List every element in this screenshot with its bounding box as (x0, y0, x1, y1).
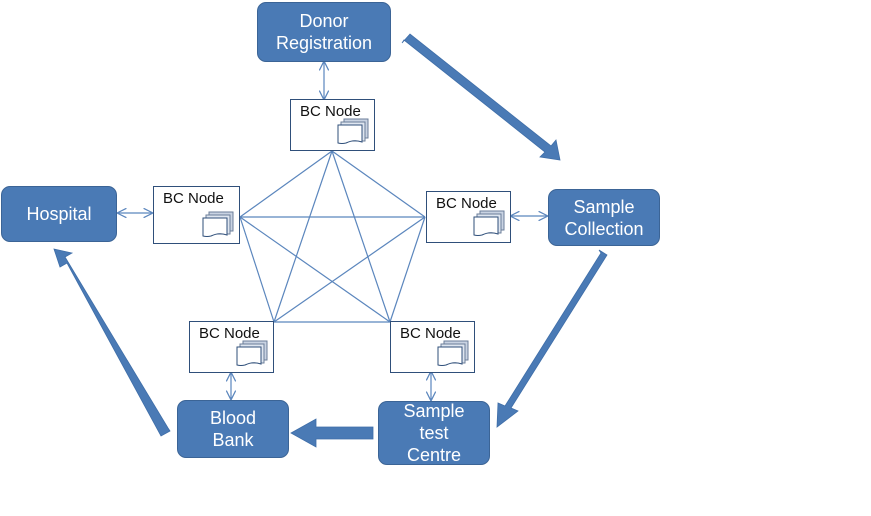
mesh-line-top-right (331, 150, 426, 218)
document-stack-icon (337, 118, 369, 144)
entity-label: Sample test Centre (403, 401, 465, 465)
document-stack-icon (236, 340, 268, 366)
bc-node-bottom-left[interactable]: BC Node (189, 321, 274, 373)
entity-sample-test-centre[interactable]: Sample test Centre (378, 401, 490, 465)
mesh-line-right-bottomleft (273, 216, 426, 323)
entity-label: Blood Bank (209, 408, 257, 450)
mesh-line-top-bottomright (331, 150, 391, 323)
bc-node-label: BC Node (199, 325, 260, 342)
mesh-line-right-bottomright (389, 216, 426, 323)
entity-blood-bank[interactable]: Blood Bank (177, 400, 289, 458)
blockchain-mesh (239, 150, 426, 323)
entity-hospital[interactable]: Hospital (1, 186, 117, 242)
entity-label: Hospital (26, 204, 92, 224)
bc-node-label: BC Node (400, 325, 461, 342)
mesh-line-top-bottomleft (273, 150, 333, 323)
bc-node-top[interactable]: BC Node (290, 99, 375, 151)
document-stack-icon (437, 340, 469, 366)
entity-label: Donor Registration (275, 11, 373, 53)
mesh-line-top-left (239, 150, 333, 218)
flow-arrow-bloodbank-to-hospital (53, 248, 171, 437)
document-stack-icon (202, 211, 234, 237)
mesh-line-left-bottomleft (239, 216, 275, 323)
bc-node-right[interactable]: BC Node (426, 191, 511, 243)
entity-donor-registration[interactable]: Donor Registration (257, 2, 391, 62)
bc-node-left[interactable]: BC Node (153, 186, 240, 244)
mesh-line-left-bottomright (239, 216, 391, 323)
flow-arrow-donor-to-collection (401, 33, 561, 161)
flow-arrow-test-to-bloodbank (290, 418, 374, 448)
bc-node-label: BC Node (163, 190, 224, 207)
flow-arrow-collection-to-test (496, 249, 608, 428)
bc-node-label: BC Node (436, 195, 497, 212)
bc-node-label: BC Node (300, 103, 361, 120)
entity-sample-collection[interactable]: Sample Collection (548, 189, 660, 246)
bc-node-bottom-right[interactable]: BC Node (390, 321, 475, 373)
entity-label: Sample Collection (564, 196, 644, 239)
document-stack-icon (473, 210, 505, 236)
